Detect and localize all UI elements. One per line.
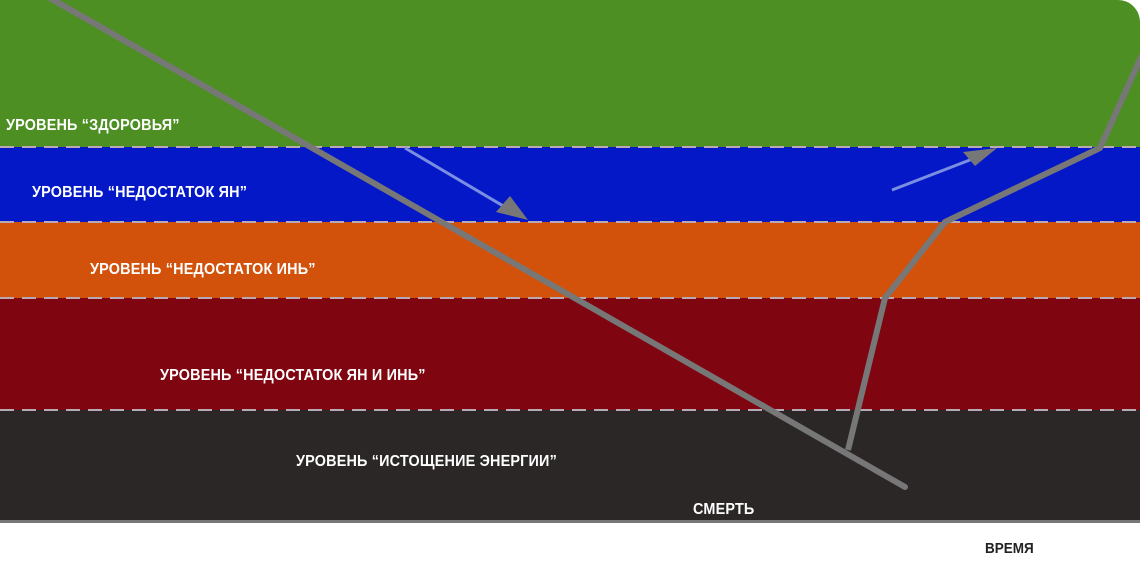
level-label-health: УРОВЕНЬ “ЗДОРОВЬЯ” (6, 117, 180, 134)
band-yin-yang-deficiency (0, 298, 1140, 410)
decline-line (47, 0, 908, 490)
level-label-yang-deficiency: УРОВЕНЬ “НЕДОСТАТОК ЯН” (32, 184, 248, 201)
band-yang-deficiency (0, 147, 1140, 222)
arrow-down-head-icon (496, 196, 528, 220)
time-axis (0, 520, 1140, 523)
arrow-up-head-icon (963, 148, 997, 166)
death-label: СМЕРТЬ (693, 501, 755, 518)
band-health (0, 0, 1140, 147)
band-energy-exhaustion (0, 410, 1140, 522)
recovery-line (845, 53, 1140, 451)
arrow-up-line (891, 156, 976, 192)
level-label-yin-deficiency: УРОВЕНЬ “НЕДОСТАТОК ИНЬ” (90, 261, 316, 278)
arrow-down-line (404, 146, 511, 212)
level-label-energy-exhaustion: УРОВЕНЬ “ИСТОЩЕНИЕ ЭНЕРГИИ” (296, 453, 557, 470)
band-yin-deficiency (0, 222, 1140, 298)
diagram-lines (0, 0, 1140, 490)
level-label-yin-yang-deficiency: УРОВЕНЬ “НЕДОСТАТОК ЯН И ИНЬ” (160, 367, 426, 384)
levels-diagram: УРОВЕНЬ “ЗДОРОВЬЯ” УРОВЕНЬ “НЕДОСТАТОК Я… (0, 0, 1140, 522)
time-axis-label: ВРЕМЯ (985, 540, 1034, 557)
